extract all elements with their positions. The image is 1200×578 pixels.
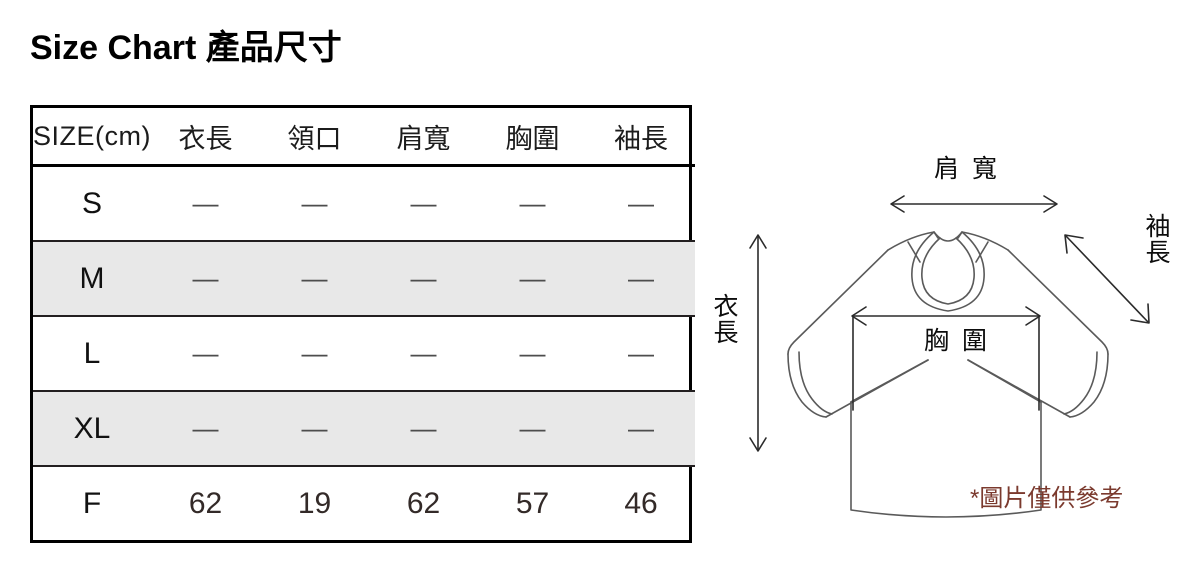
shirt-right-cuff-inner	[1063, 351, 1098, 415]
body-length-arrowhead-bottom	[749, 437, 767, 452]
chest-arrowhead-left	[851, 306, 867, 326]
shirt-left-raglan-tick	[907, 241, 921, 263]
sleeve-length-arrowhead-upper	[1064, 234, 1084, 254]
table-row: M — — — — —	[33, 241, 695, 317]
cell-body-length: —	[151, 241, 260, 317]
shirt-right-armhole-seam	[967, 359, 1042, 403]
table-row: F 62 19 62 57 46	[33, 466, 695, 540]
cell-chest: —	[478, 165, 587, 242]
cell-body-length: 62	[188, 486, 223, 520]
column-header-size: SIZE(cm)	[33, 108, 151, 167]
sleeve-length-label: 袖長	[1145, 213, 1171, 268]
cell-shoulder: —	[369, 391, 478, 467]
shirt-left-armhole-seam	[850, 359, 929, 403]
shoulder-width-arrowhead-right	[1043, 195, 1058, 213]
shirt-collar-inner	[921, 237, 975, 305]
row-size-label: L	[33, 316, 151, 392]
cell-sleeve: —	[587, 316, 695, 392]
cell-sleeve: —	[587, 165, 695, 242]
column-header-sleeve: 袖長	[587, 108, 695, 167]
shirt-left-cuff-inner	[798, 351, 833, 415]
cell-shoulder: 62	[406, 486, 441, 520]
cell-sleeve: —	[587, 241, 695, 317]
sleeve-length-arrow-line	[1065, 235, 1149, 323]
cell-neck: 19	[297, 486, 332, 520]
cell-neck: —	[260, 316, 369, 392]
shoulder-width-label: 肩 寬	[934, 155, 1000, 183]
row-size-label: F	[82, 486, 102, 520]
cell-body-length: —	[151, 165, 260, 242]
column-header-shoulder: 肩寬	[369, 108, 478, 167]
cell-shoulder: —	[369, 316, 478, 392]
cell-chest: —	[478, 316, 587, 392]
size-chart-table-container: SIZE(cm) 衣長 領口 肩寬 胸圍 袖長 S — — — — — M — …	[30, 105, 695, 543]
body-length-arrowhead-top	[749, 234, 767, 249]
body-length-label: 衣長	[713, 293, 739, 348]
table-row: L — — — — —	[33, 316, 695, 392]
sleeve-length-arrowhead-lower	[1130, 303, 1150, 324]
cell-neck: —	[260, 165, 369, 242]
cell-chest: —	[478, 241, 587, 317]
shoulder-width-arrowhead-left	[890, 195, 905, 213]
cell-shoulder: —	[369, 165, 478, 242]
row-size-label: M	[33, 241, 151, 317]
reference-note: *圖片僅供參考	[970, 485, 1124, 512]
shirt-body-outline	[850, 401, 1042, 518]
cell-neck: —	[260, 241, 369, 317]
column-header-body-length: 衣長	[151, 108, 260, 167]
shirt-left-sleeve-top	[787, 249, 889, 355]
row-size-label: XL	[33, 391, 151, 467]
shirt-right-sleeve-top	[1007, 249, 1109, 355]
cell-chest: —	[478, 391, 587, 467]
size-chart-table: SIZE(cm) 衣長 領口 肩寬 胸圍 袖長 S — — — — — M — …	[33, 108, 695, 540]
cell-shoulder: —	[369, 241, 478, 317]
cell-sleeve: 46	[624, 486, 658, 520]
cell-neck: —	[260, 391, 369, 467]
sweatshirt-illustration-svg	[749, 195, 1150, 518]
row-size-label: S	[33, 165, 151, 242]
column-header-chest: 胸圍	[478, 108, 587, 167]
garment-measurement-diagram: 肩 寬 袖長 衣長 胸 圍 *圖片僅供參考	[696, 110, 1196, 550]
table-row: S — — — — —	[33, 165, 695, 242]
shirt-right-cuff-outer	[1069, 353, 1109, 418]
column-header-neck: 領口	[260, 108, 369, 167]
shirt-right-raglan-tick	[975, 241, 989, 263]
shirt-left-cuff-outer	[787, 353, 827, 418]
cell-chest: 57	[515, 486, 550, 520]
chest-label: 胸 圍	[924, 327, 990, 355]
page-title: Size Chart 產品尺寸	[30, 29, 342, 67]
table-header-row: SIZE(cm) 衣長 領口 肩寬 胸圍 袖長	[33, 108, 695, 167]
table-row: XL — — — — —	[33, 391, 695, 467]
shirt-collar-top	[933, 231, 963, 242]
shirt-collar-outer	[911, 231, 985, 312]
cell-body-length: —	[151, 391, 260, 467]
cell-sleeve: —	[587, 391, 695, 467]
cell-body-length: —	[151, 316, 260, 392]
chest-arrowhead-right	[1025, 306, 1041, 326]
